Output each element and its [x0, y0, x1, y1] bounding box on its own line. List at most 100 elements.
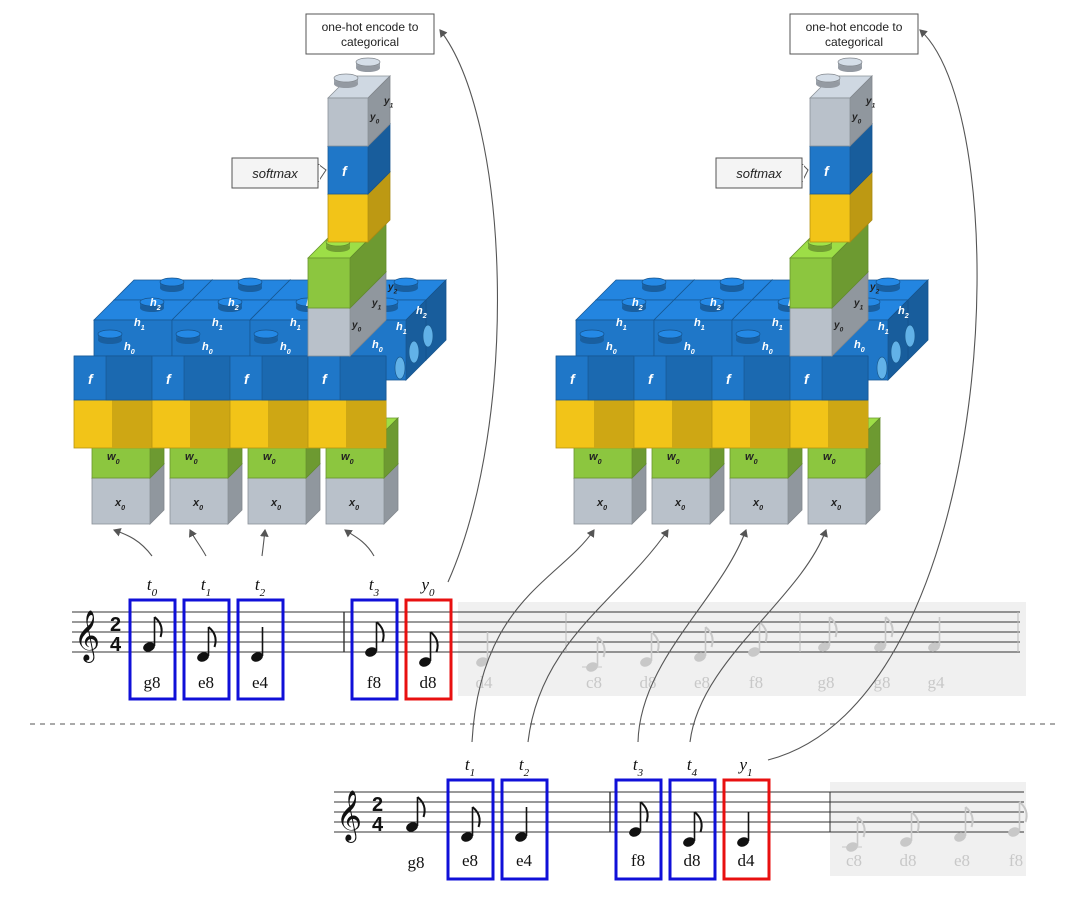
model-2-label-y0-lower: y0 [833, 320, 844, 334]
bottom-note-box-2 [614, 778, 663, 881]
model-1-output-stud-b [355, 57, 381, 72]
model-1-label-x0-1-subscript: 0 [199, 504, 203, 512]
bottom-note-box-4 [722, 778, 771, 881]
model-1-output-stud-b-cap [355, 57, 381, 67]
bottom-time-label-3: t4 [687, 755, 698, 779]
model-1-label-h0-0-subscript: 0 [131, 348, 135, 356]
bottom-note-2 [629, 801, 649, 837]
model-1-gate-shade-3 [346, 400, 386, 448]
model-1-label-w0-2-subscript: 0 [272, 458, 276, 466]
model-1-lower-green-stud-base [326, 244, 350, 252]
model-1-front-stud-2 [253, 329, 279, 344]
top-note-0 [143, 616, 163, 652]
model-2-label-h1-2-subscript: 1 [779, 324, 783, 332]
model-1-label-w0-1-subscript: 0 [194, 458, 198, 466]
model-1-label-x0-0-subscript: 0 [121, 504, 125, 512]
model-1-stud-r2-c0-cap [159, 277, 185, 287]
model-2-gate-shade-2 [750, 400, 790, 448]
model-1-label-y0-upper-subscript: 0 [376, 119, 380, 126]
model-2-input-block-2-front [729, 477, 789, 525]
model-2-cell-inner-2 [743, 355, 791, 401]
model-1-cell-inner-3 [339, 355, 387, 401]
model-2-label-h2-end-subscript: 2 [904, 312, 909, 320]
model-2-stud-r1-c0-cap [621, 297, 647, 307]
bottom-lead-note-head [406, 822, 418, 832]
model-2-label-y0-lower-subscript: 0 [840, 327, 844, 334]
bottom-lead-note-label: g8 [408, 853, 425, 872]
model-2-stud-r2-c0-cap [641, 277, 667, 287]
model-2-label-h0-1-subscript: 0 [691, 348, 695, 356]
model-1-cell-inner-2 [261, 355, 309, 401]
model-1-label-x0-1: x0 [192, 497, 203, 512]
bottom-time-label-4: y1 [737, 755, 752, 779]
model-2-stud-r2-c1-base [720, 284, 744, 292]
top-faded-label-6: g8 [874, 673, 891, 692]
top-note-label-3: f8 [367, 673, 381, 692]
model-1-stud-r2-c3-base [394, 284, 418, 292]
model-1-label-h0-end: h0 [372, 339, 383, 354]
top-faded-note-0-head [476, 657, 488, 667]
top-time-label-1: t1 [201, 575, 211, 599]
model-2-label-y1-lower-subscript: 1 [860, 305, 864, 312]
top-faded-note-5-flag [828, 616, 838, 638]
bottom-note-2-head [629, 827, 641, 837]
bottom-faded-label-2: e8 [954, 851, 970, 870]
model-1-label-y1-upper: y1 [383, 96, 394, 110]
model-2-label-h2-1-subscript: 2 [716, 304, 721, 312]
model-1-upper-gate-block-front [327, 193, 369, 243]
model-2-label-h1-2: h1 [772, 317, 783, 332]
bottom-faded-note-0 [842, 816, 866, 852]
model-1-label-h1-2-subscript: 1 [297, 324, 301, 332]
model-2-output-block [809, 75, 873, 147]
model-2-front-stud-2 [735, 329, 761, 344]
model-2-lower-green-stud-base [808, 244, 832, 252]
model-1-label-y1-lower-subscript: 1 [378, 305, 382, 312]
model-2-cell-inner-0 [587, 355, 635, 401]
top-note-box-0 [128, 598, 177, 701]
model-2-input-block-1-front [651, 477, 711, 525]
model-2-output-stud-a-base [816, 80, 840, 88]
model-2-front-stud-0 [579, 329, 605, 344]
model-2-label-y1-lower: y1 [853, 298, 864, 312]
bottom-time-label-0: t1 [465, 755, 475, 779]
model-1-front-stud-1 [175, 329, 201, 344]
bottom-faded-label-3: f8 [1009, 851, 1023, 870]
model-2-label-h2-0: h2 [632, 297, 643, 312]
model-2-label-y0-upper: y0 [851, 112, 862, 126]
model-2-label-h1-1: h1 [694, 317, 705, 332]
model-1-input-block-1-front [169, 477, 229, 525]
model-2-output-stud-b-base [838, 64, 862, 72]
model-2-front-stud-0-cap [579, 329, 605, 339]
top-note-1-head [197, 652, 209, 662]
model-1-label-x0-2-subscript: 0 [277, 504, 281, 512]
model-1-lower-green-block-front [307, 257, 351, 309]
model-1-output-stud-a-cap [333, 73, 359, 83]
model-1-cell-inner-0 [105, 355, 153, 401]
bottom-note-0 [461, 806, 481, 842]
model-2-end-stud-2 [904, 324, 916, 348]
bottom-note-1 [515, 807, 528, 842]
model-2-label-h0-0: h0 [606, 341, 617, 356]
model-1-label-h2-1: h2 [228, 297, 239, 312]
arrow-t0-to-x0 [112, 528, 153, 557]
model-2-label-h1-0-subscript: 1 [623, 324, 627, 332]
top-faded-note-4-flag [758, 621, 768, 643]
bottom-time-label-2: t3 [633, 755, 644, 779]
bottom-note-3-head [683, 837, 695, 847]
top-faded-note-7-head [928, 642, 940, 652]
bottom-note-2-flag [639, 801, 649, 823]
model-2-front-stud-1-base [658, 336, 682, 344]
model-1-label-h0-2: h0 [280, 341, 291, 356]
bottom-note-1-head [515, 832, 527, 842]
softmax-callout-1: softmax [231, 157, 327, 189]
top-time-label-0-subscript: 0 [152, 587, 158, 599]
model-2-label-h2-end: h2 [898, 305, 909, 320]
staff-top-clef: 𝄞 [74, 611, 100, 663]
bottom-note-box-0 [446, 778, 495, 881]
model-2-label-h1-end-subscript: 1 [885, 328, 889, 336]
model-1-label-w0-3-subscript: 0 [350, 458, 354, 466]
model-1-label-w0-0-subscript: 0 [116, 458, 120, 466]
